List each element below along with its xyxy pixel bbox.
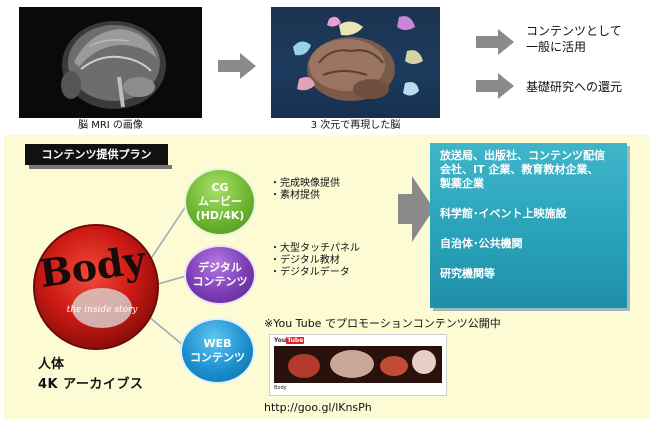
arrow-right-icon xyxy=(476,29,514,55)
youtube-screenshot[interactable]: YouTube Body xyxy=(269,334,447,396)
video-title: Body xyxy=(274,385,287,391)
bullet-item: ・素材提供 xyxy=(270,190,320,201)
video-thumbnail[interactable] xyxy=(274,346,442,383)
output-text: コンテンツとして xyxy=(526,24,622,38)
bullet-item: ・大型タッチパネル xyxy=(270,243,360,254)
promo-url[interactable]: http://goo.gl/lKnsPh xyxy=(264,401,372,414)
output-text: 基礎研究への還元 xyxy=(526,80,623,94)
logo-text: the inside story xyxy=(67,305,139,315)
circle-label: CG xyxy=(211,181,229,194)
mri-image xyxy=(19,7,202,118)
circle-label: コンテンツ xyxy=(190,351,245,364)
archive-label: 人体 xyxy=(38,357,65,372)
target-audience-box: 放送局、出版社、コンテンツ配信 会社、IT 企業、教育教材企業、 製薬企業 科学… xyxy=(430,143,627,308)
digital-content-circle: デジタル コンテンツ xyxy=(184,245,256,305)
target-item: 製薬企業 xyxy=(440,177,484,190)
target-item: 自治体･公共機関 xyxy=(440,237,523,250)
arrow-right-icon xyxy=(476,73,514,99)
arrow-right-icon xyxy=(218,53,256,79)
target-item: 放送局、出版社、コンテンツ配信 xyxy=(440,149,605,162)
brain-3d-image xyxy=(271,7,440,118)
circle-label: デジタル xyxy=(198,261,242,274)
target-item: 科学館･イベント上映施設 xyxy=(440,207,567,220)
circle-label: WEB xyxy=(203,337,232,350)
bullet-item: ・デジタルデータ xyxy=(270,267,350,278)
target-item: 研究機関等 xyxy=(440,267,495,280)
reconstruction-caption: 3 次元で再現した脳 xyxy=(310,120,401,131)
mri-caption: 脳 MRI の画像 xyxy=(78,120,143,131)
bullet-item: ・完成映像提供 xyxy=(270,178,340,189)
youtube-logo: YouTube xyxy=(274,337,305,344)
digital-bullet-list: ・大型タッチパネル ・デジタル教材 ・デジタルデータ xyxy=(270,243,360,279)
cg-bullet-list: ・完成映像提供 ・素材提供 xyxy=(270,178,340,202)
circle-label: ムービー xyxy=(198,195,242,208)
bullet-item: ・デジタル教材 xyxy=(270,255,340,266)
body-logo: Body the inside story xyxy=(33,224,159,350)
plan-title: コンテンツ提供プラン xyxy=(25,144,172,169)
circle-label: コンテンツ xyxy=(192,275,248,288)
circle-label: (HD/4K) xyxy=(195,209,245,222)
archive-label: 4K アーカイブス xyxy=(38,377,144,392)
arrow-right-icon xyxy=(398,176,434,242)
target-item: 会社、IT 企業、教育教材企業、 xyxy=(440,163,599,176)
youtube-note: ※You Tube でプロモーションコンテンツ公開中 xyxy=(264,317,501,330)
web-content-circle: WEB コンテンツ xyxy=(180,318,255,384)
cg-movie-circle: CG ムービー (HD/4K) xyxy=(184,168,256,236)
output-text: 一般に活用 xyxy=(526,40,587,54)
